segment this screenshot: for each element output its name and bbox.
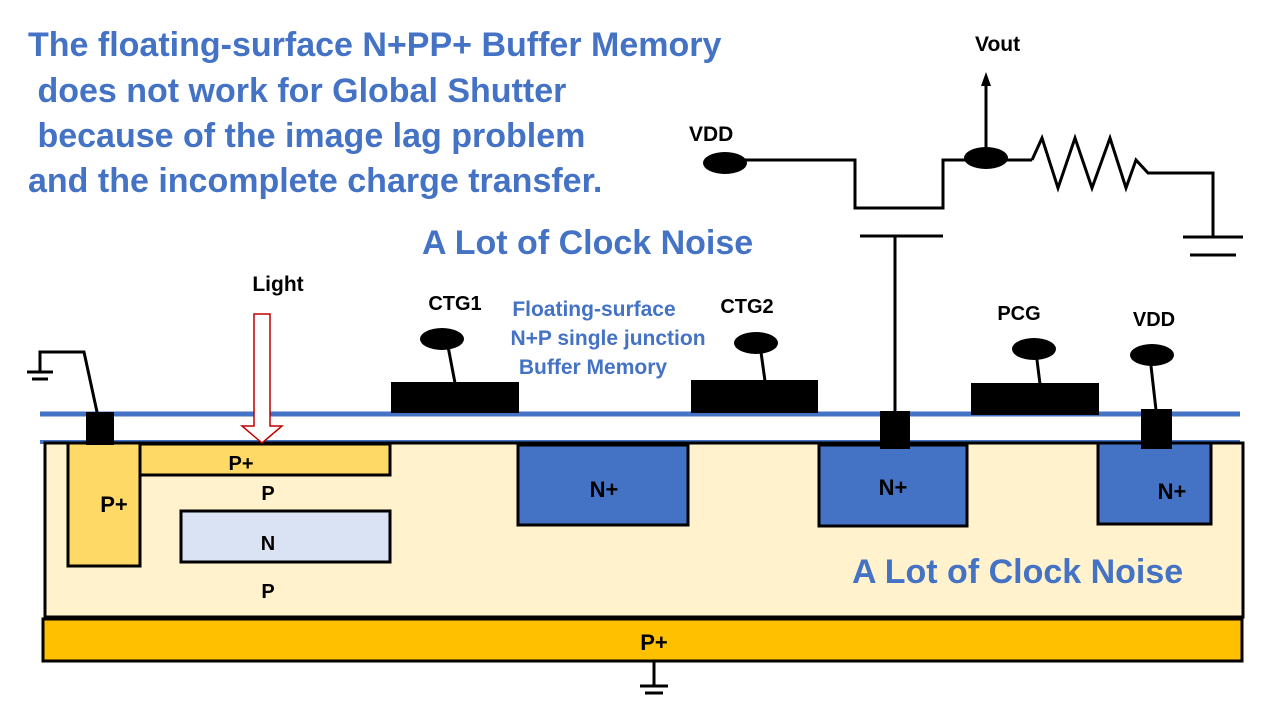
p-plus-surface-label: P+ [228,453,253,475]
p-plus-surface-layer [138,442,392,477]
clock-noise-label-top: A Lot of Clock Noise [422,224,753,262]
clock-noise-label-bottom: A Lot of Clock Noise [852,553,1183,591]
title-line-3: because of the image lag problem [28,117,585,155]
buffer-memory-label: Floating-surface N+P single junction Buf… [510,298,705,379]
n-plus-fd-label: N+ [879,475,908,500]
p-plus-left-well [66,441,142,568]
vdd-terminal-node [703,152,747,174]
pcg-label: PCG [997,303,1040,325]
ground-wire-left [38,350,99,413]
ctg1-label: CTG1 [428,293,481,315]
title-line-4: and the incomplete charge transfer. [28,162,602,200]
buffer-memory-label-line-3: Buffer Memory [519,356,668,379]
vdd-contact-terminal-node [1130,344,1174,366]
n-photodiode-label: N [261,533,275,555]
vdd-contact-label: VDD [1133,309,1175,331]
n-plus-drain-label: N+ [1158,479,1187,504]
pcg-terminal-node [1012,338,1056,360]
fd-contact [880,411,910,449]
light-arrow-icon [239,313,285,444]
output-circuit [725,84,1243,418]
drain-contact [1141,409,1172,449]
title-line-1: The floating-surface N+PP+ Buffer Memory [28,26,721,64]
vout-label: Vout [975,33,1020,56]
ctg1-terminal-node [420,328,464,350]
ctg2-terminal-node [734,332,778,354]
ground-contact [86,412,114,445]
p-lower-label: P [261,581,274,603]
vdd-label-circuit: VDD [689,123,733,146]
vout-node [964,147,1008,169]
ctg2-label: CTG2 [720,296,773,318]
buffer-memory-label-line-2: N+P single junction [510,327,705,350]
title-block: The floating-surface N+PP+ Buffer Memory… [28,26,721,200]
n-plus-buffer-memory [516,443,690,527]
title-line-2: does not work for Global Shutter [28,72,566,110]
light-label: Light [252,273,303,296]
pcg-gate [971,383,1099,415]
vout-arrow-icon [981,72,991,86]
buffer-memory-label-line-1: Floating-surface [512,298,675,321]
n-plus-buffer-label: N+ [590,477,619,502]
n-plus-drain [1096,441,1213,526]
load-resistor [1030,133,1215,237]
vdd-to-transistor-wire [725,158,1032,210]
ctg1-gate [391,382,519,413]
p-plus-left-label: P+ [100,492,128,517]
p-plus-substrate [41,617,1244,663]
n-plus-floating-diffusion [817,443,969,528]
p-upper-label: P [261,483,274,505]
n-photodiode-region [179,509,392,564]
ctg2-gate [691,380,818,413]
substrate-label: P+ [640,630,668,655]
